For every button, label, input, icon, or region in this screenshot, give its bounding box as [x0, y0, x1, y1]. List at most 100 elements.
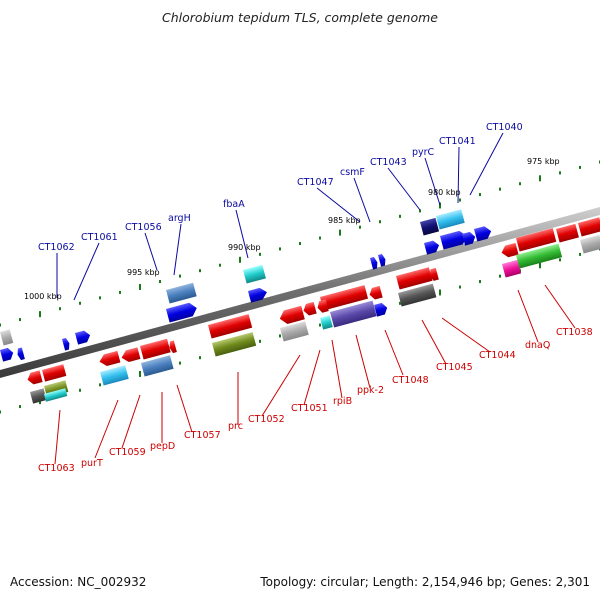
- gene-feature: [516, 243, 563, 269]
- gene-label: CT1061: [81, 232, 118, 243]
- gene-label: CT1051: [291, 403, 328, 414]
- leader-line: [331, 339, 343, 399]
- gene-feature: [99, 350, 121, 367]
- gene-label: CT1044: [479, 350, 516, 361]
- gene-feature: [248, 287, 267, 303]
- leader-line: [353, 177, 371, 223]
- gene-feature: [17, 347, 25, 361]
- gene-feature: [141, 355, 174, 377]
- leader-line: [441, 317, 491, 353]
- leader-line: [121, 394, 141, 449]
- leader-line: [355, 334, 371, 389]
- gene-feature: [166, 282, 197, 304]
- gene-feature: [474, 226, 492, 242]
- gene-feature: [320, 285, 369, 311]
- gene-label: CT1062: [38, 242, 75, 253]
- kbp-mark: 980 kbp: [428, 188, 461, 197]
- gene-feature: [556, 223, 579, 243]
- leader-line: [387, 167, 421, 211]
- leader-line: [469, 132, 504, 196]
- leader-line: [303, 349, 321, 406]
- gene-feature: [374, 302, 388, 317]
- gene-label: pepD: [150, 441, 175, 452]
- gene-features: [0, 209, 600, 404]
- leader-line: [421, 319, 447, 365]
- gene-feature: [166, 302, 197, 323]
- gene-feature: [580, 234, 600, 254]
- gene-feature: [420, 217, 440, 236]
- gene-feature: [62, 337, 70, 351]
- gene-feature: [140, 338, 171, 360]
- leader-line: [424, 157, 441, 206]
- leader-line: [544, 284, 576, 329]
- gene-feature: [303, 301, 317, 316]
- gene-feature: [429, 267, 439, 281]
- accession-text: Accession: NC_002932: [10, 575, 147, 589]
- leader-line: [176, 384, 193, 433]
- gene-feature: [378, 253, 386, 267]
- gene-label: ppk-2: [357, 385, 384, 396]
- genome-backbone: [0, 207, 600, 378]
- kbp-mark: 985 kbp: [328, 216, 361, 225]
- gene-label: CT1063: [38, 463, 75, 474]
- gene-feature: [30, 388, 47, 404]
- gene-feature: [0, 329, 14, 346]
- gene-feature: [208, 314, 253, 339]
- leader-line: [173, 223, 182, 276]
- gene-feature: [320, 315, 333, 330]
- gene-label: rpiB: [333, 396, 352, 407]
- kbp-mark: 1000 kbp: [24, 292, 62, 301]
- gene-label: CT1045: [436, 362, 473, 373]
- kbp-scale-labels: 975 kbp 980 kbp 985 kbp 990 kbp 995 kbp …: [24, 157, 560, 301]
- gene-label: CT1047: [297, 177, 334, 188]
- gene-feature: [369, 285, 383, 300]
- gene-label: csmF: [340, 167, 365, 178]
- gene-feature: [27, 370, 43, 385]
- gene-label: fbaA: [223, 199, 245, 210]
- gene-feature: [0, 347, 14, 362]
- bottom-gene-labels: CT1038 dnaQ CT1044 CT1045 CT1048 ppk-2 r…: [38, 327, 593, 474]
- gene-feature: [42, 364, 67, 382]
- kbp-mark: 995 kbp: [127, 268, 160, 277]
- leader-line: [316, 187, 361, 223]
- gene-feature: [100, 365, 129, 386]
- leader-line: [54, 409, 61, 465]
- top-gene-labels: CT1040 CT1041 pyrC CT1043 csmF CT1047 fb…: [38, 122, 523, 253]
- gene-feature: [243, 264, 266, 284]
- gene-feature: [440, 230, 467, 250]
- gene-label: CT1057: [184, 430, 221, 441]
- kbp-mark: 975 kbp: [527, 157, 560, 166]
- gene-label: prc: [228, 421, 243, 432]
- gene-feature: [436, 209, 465, 230]
- gene-feature: [279, 305, 305, 324]
- kbp-mark: 990 kbp: [228, 243, 261, 252]
- gene-feature: [280, 321, 309, 342]
- gene-label: CT1040: [486, 122, 523, 133]
- leader-line: [73, 242, 100, 301]
- gene-label: purT: [81, 458, 103, 469]
- gene-feature: [317, 299, 329, 313]
- leader-line: [517, 289, 539, 343]
- gene-feature: [501, 242, 519, 258]
- leader-line: [235, 209, 249, 259]
- gene-feature: [462, 231, 476, 246]
- gene-feature: [44, 388, 68, 402]
- gene-feature: [212, 332, 257, 357]
- gene-label: dnaQ: [525, 340, 550, 351]
- gene-label: CT1048: [392, 375, 429, 386]
- gene-label: pyrC: [412, 147, 435, 158]
- leader-line: [144, 232, 158, 271]
- leader-line: [384, 329, 404, 376]
- leader-line: [457, 146, 460, 204]
- gene-feature: [424, 240, 440, 255]
- gene-label: argH: [168, 213, 191, 224]
- gene-feature: [516, 228, 557, 252]
- gene-label: CT1052: [248, 414, 285, 425]
- gene-label: CT1038: [556, 327, 593, 338]
- gene-label: CT1043: [370, 157, 407, 168]
- leader-line: [261, 354, 301, 417]
- gene-feature: [578, 217, 600, 237]
- gene-feature: [396, 267, 433, 290]
- gene-label: CT1041: [439, 136, 476, 147]
- gene-feature: [121, 347, 141, 363]
